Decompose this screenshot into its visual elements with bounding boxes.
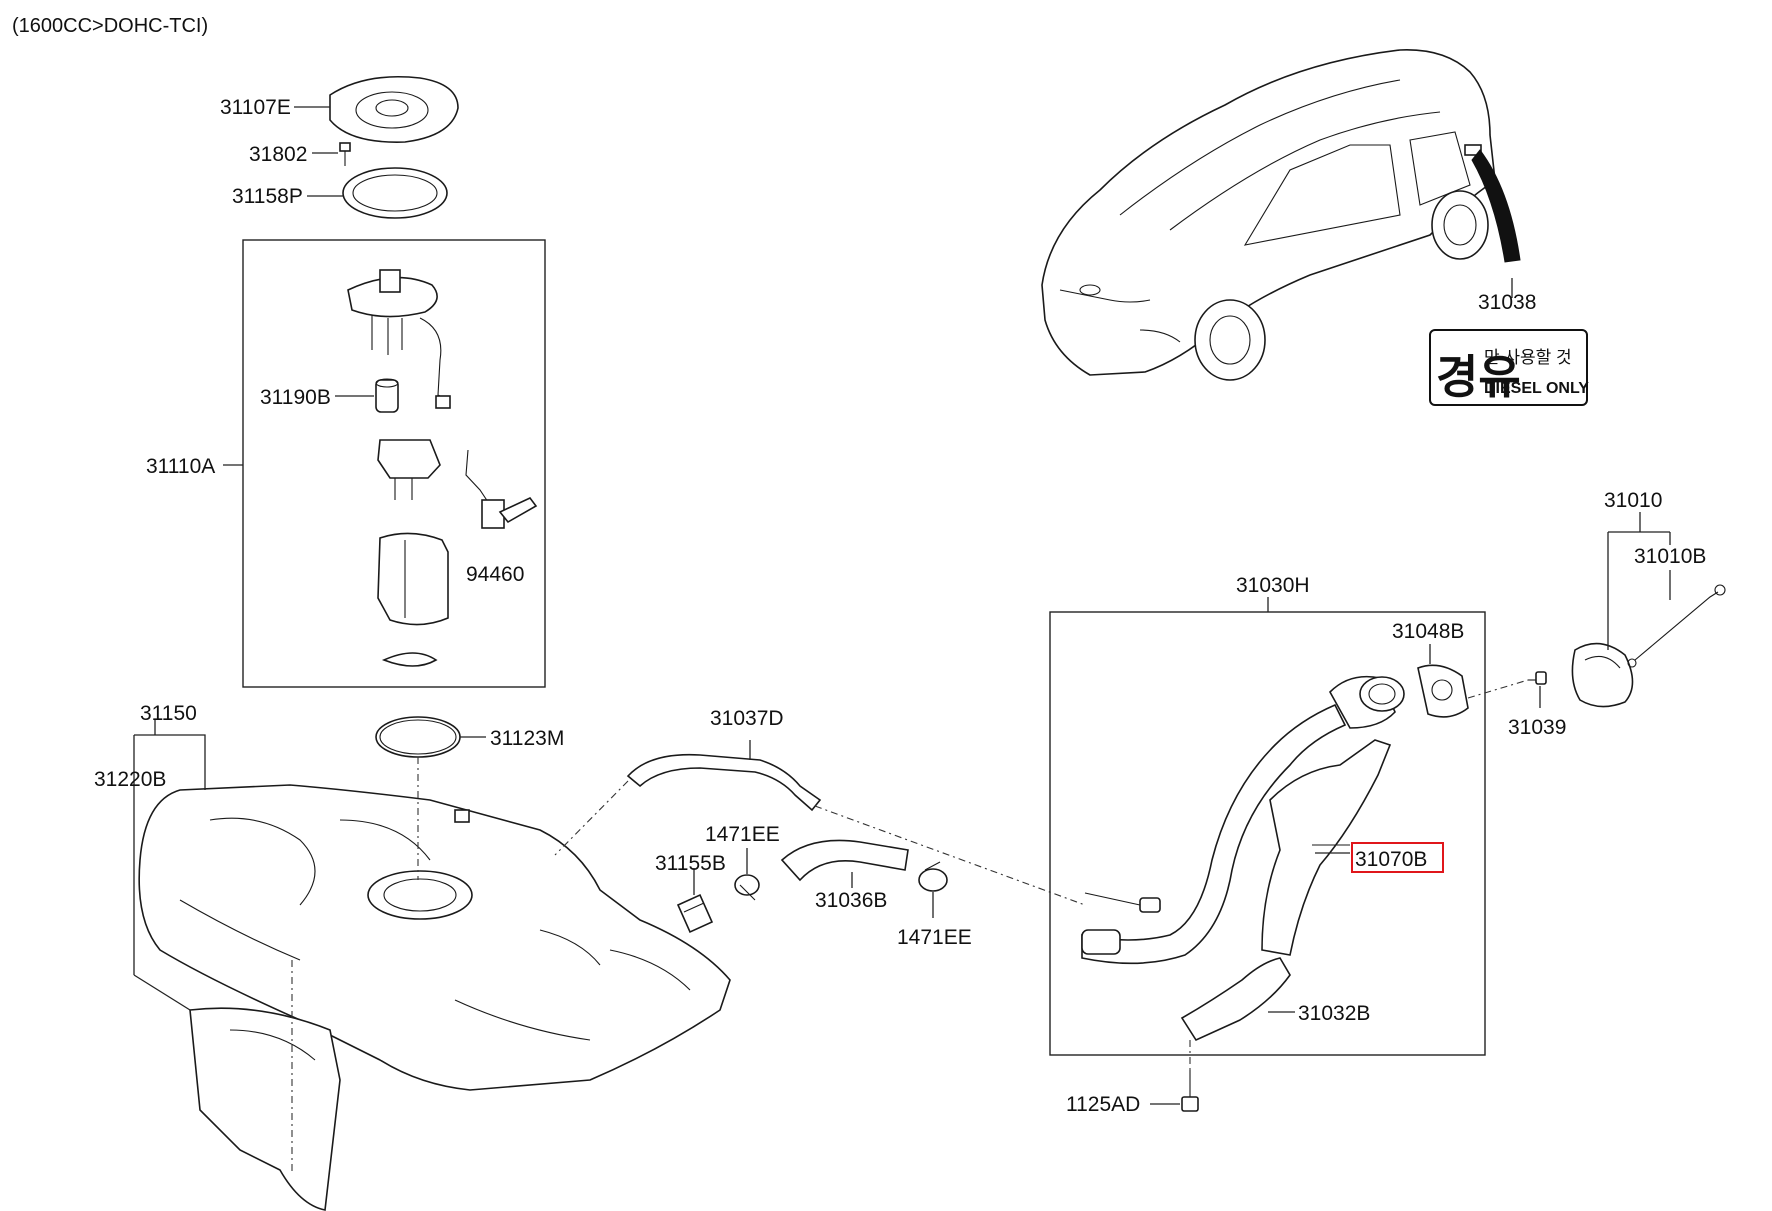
- label-31010: 31010: [1604, 489, 1662, 512]
- vent-hose-31037D[interactable]: [626, 753, 822, 812]
- pump-strainer[interactable]: [381, 652, 438, 667]
- label-94460: 94460: [466, 563, 524, 586]
- filter-31190B[interactable]: [375, 378, 399, 413]
- label-31150: 31150: [140, 702, 197, 725]
- clamp-1471EE-b[interactable]: [918, 861, 948, 892]
- gasket-31048B[interactable]: [1417, 664, 1469, 718]
- label-korean-big: 경유: [1436, 351, 1521, 403]
- clamp-1471EE-a[interactable]: [734, 874, 760, 901]
- label-31155B: 31155B: [655, 852, 726, 875]
- fuel-cap-31010[interactable]: [1571, 642, 1634, 708]
- label-31107E: 31107E: [220, 96, 291, 119]
- label-31039: 31039: [1508, 716, 1566, 739]
- label-31123M: 31123M: [490, 727, 564, 750]
- fuel-tank-31150[interactable]: [138, 784, 731, 1091]
- label-31110A: 31110A: [146, 455, 215, 478]
- label-korean-small: 만 사용할 것: [1484, 348, 1572, 367]
- label-31802: 31802: [249, 143, 307, 166]
- screw-31802[interactable]: [339, 142, 351, 166]
- bracket-31155B[interactable]: [676, 893, 714, 934]
- variant-header: (1600CC>DOHC-TCI): [12, 15, 208, 37]
- diesel-only-label-31038[interactable]: 경유 만 사용할 것 DIESEL ONLY: [1429, 329, 1589, 406]
- label-31032B: 31032B: [1298, 1002, 1370, 1025]
- label-31048B: 31048B: [1392, 620, 1464, 643]
- label-31037D: 31037D: [710, 707, 784, 730]
- label-31036B: 31036B: [815, 889, 887, 912]
- label-31158P: 31158P: [232, 185, 303, 208]
- tank-seal-31123M[interactable]: [375, 716, 461, 758]
- level-sender-94460[interactable]: [465, 449, 538, 529]
- bolt-1125AD[interactable]: [1181, 1070, 1199, 1112]
- screw-31039[interactable]: [1528, 671, 1547, 685]
- label-english: DIESEL ONLY: [1484, 380, 1589, 397]
- protector-31070B[interactable]: [1261, 739, 1392, 956]
- label-1471EE-b: 1471EE: [897, 926, 972, 949]
- bracket-31032B[interactable]: [1180, 957, 1291, 1042]
- tether-31010B[interactable]: [1627, 584, 1726, 668]
- lock-ring-31158P[interactable]: [342, 167, 448, 219]
- pump-module-box: [242, 239, 546, 688]
- label-1125AD: 1125AD: [1066, 1093, 1140, 1116]
- label-31070B: 31070B: [1355, 848, 1427, 871]
- label-31010B: 31010B: [1634, 545, 1706, 568]
- label-31038: 31038: [1478, 291, 1536, 314]
- label-1471EE-a: 1471EE: [705, 823, 780, 846]
- heat-protector-31220B[interactable]: [189, 1007, 341, 1211]
- label-31220B: 31220B: [94, 768, 166, 791]
- highlight-31070B: [1351, 842, 1444, 873]
- reservoir-cup[interactable]: [377, 532, 449, 626]
- label-31190B: 31190B: [260, 386, 331, 409]
- hose-31036B[interactable]: [780, 839, 909, 882]
- pump-cover-31107E[interactable]: [329, 75, 459, 143]
- vehicle-illustration: [1041, 49, 1521, 381]
- pump-flange[interactable]: [347, 269, 451, 409]
- filler-neck-pipe[interactable]: [1081, 675, 1405, 965]
- pump-bracket[interactable]: [377, 439, 441, 500]
- label-31030H: 31030H: [1236, 574, 1310, 597]
